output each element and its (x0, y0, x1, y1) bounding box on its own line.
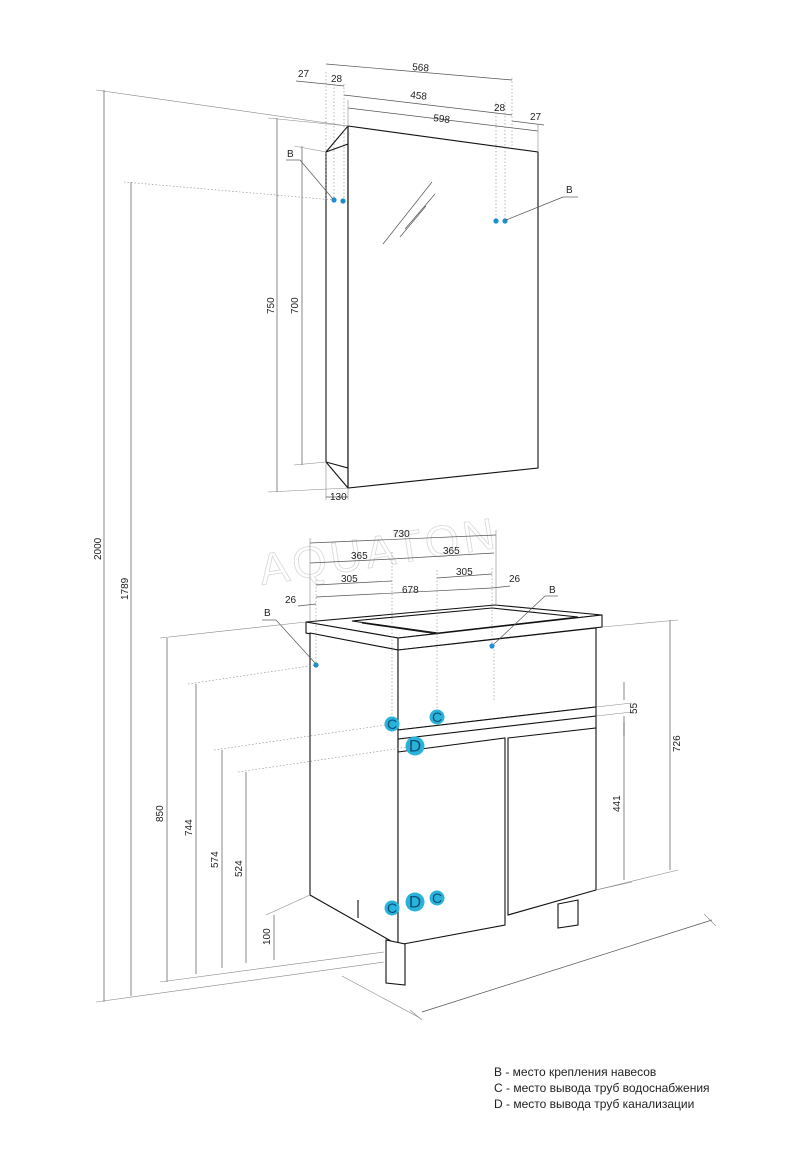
label-b: B (549, 585, 556, 596)
vanity-top-dimensions (297, 530, 511, 716)
mirror-height-dimensions (267, 117, 349, 500)
dim-drawer-gap: 55 (629, 702, 640, 714)
svg-text:C: C (432, 890, 442, 906)
legend-item-b: B - место крепления навесов (494, 1065, 657, 1079)
legend: B - место крепления навесов C - место вы… (494, 1064, 710, 1112)
floor-lines (341, 913, 717, 1021)
dim-mirror-mount-height: 1789 (120, 577, 131, 600)
mirror-cabinet (325, 125, 539, 489)
mirror-b-labels (286, 159, 578, 221)
dim-pipe-right: 305 (456, 567, 473, 578)
dim-mirror-hole-span: 458 (410, 90, 428, 103)
drain-outlet-d-marker: D (405, 892, 425, 912)
dim-door-height: 441 (612, 795, 623, 812)
dim-leg-height: 100 (262, 928, 273, 945)
dim-mirror-offset-right: 27 (530, 112, 542, 123)
vanity-b-labels (262, 595, 558, 664)
svg-text:C: C (432, 709, 442, 725)
vanity-height-dimensions (159, 621, 416, 983)
dim-mirror-height-outer: 750 (266, 297, 277, 314)
dim-hinge-height: 744 (184, 819, 195, 836)
dim-water-height: 574 (210, 851, 221, 868)
dim-mirror-width: 598 (433, 113, 451, 126)
svg-text:D: D (409, 893, 421, 912)
label-b: B (287, 149, 294, 160)
overall-height-dimensions (95, 89, 385, 1003)
hanger-point-b (340, 198, 346, 204)
dim-inner-width: 678 (402, 585, 419, 596)
dim-mirror-hinge-left: 28 (331, 74, 343, 85)
dim-vanity-height: 850 (155, 805, 166, 822)
dim-mirror-hinge-right: 28 (494, 103, 506, 114)
mirror-top-dimensions (295, 63, 545, 221)
dim-mirror-height-inner: 700 (290, 297, 301, 314)
vanity-cabinet (305, 604, 603, 986)
dim-side-right: 26 (509, 574, 521, 585)
dim-vanity-width: 730 (393, 529, 410, 540)
legend-item-d: D - место вывода труб канализации (494, 1097, 695, 1111)
water-outlet-c-marker: C (429, 890, 445, 906)
legend-item-c: C - место вывода труб водоснабжения (494, 1081, 710, 1095)
dim-pipe-left: 305 (341, 574, 358, 585)
dim-drain-height: 524 (234, 860, 245, 877)
label-b: B (566, 185, 573, 196)
label-b: B (264, 608, 271, 619)
dim-total-height: 2000 (93, 537, 104, 560)
vanity-right-dimensions (595, 619, 679, 891)
dim-side-left: 26 (285, 595, 297, 606)
dim-mirror-depth: 130 (330, 492, 347, 503)
dim-half-right: 365 (443, 546, 460, 557)
dim-mirror-offset-left: 27 (298, 69, 310, 80)
dim-cabinet-height: 726 (672, 735, 683, 752)
dim-half-left: 365 (351, 551, 368, 562)
dim-mirror-total-width: 568 (412, 62, 430, 74)
svg-text:C: C (387, 900, 397, 916)
hanger-point-b (502, 218, 508, 224)
water-outlet-c-marker: C (384, 900, 400, 916)
water-outlet-c-marker: C (429, 709, 445, 725)
hanger-point-b (493, 218, 499, 224)
